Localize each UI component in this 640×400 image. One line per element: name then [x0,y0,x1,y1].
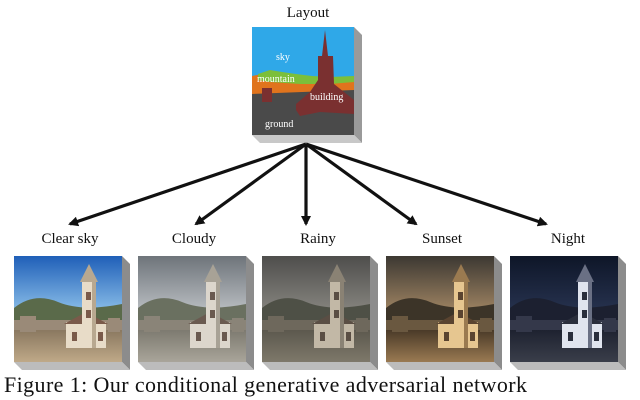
output-image-sunset [386,256,502,370]
output-label-clear-sky: Clear sky [41,231,99,247]
arrow-to-clear-sky [68,142,307,227]
seg-label-building: building [310,92,343,103]
output-label-rainy: Rainy [300,231,336,247]
output-tiles [14,256,626,370]
seg-label-ground: ground [265,119,293,130]
output-label-sunset: Sunset [422,231,463,247]
figure-caption: Figure 1: Our conditional generative adv… [4,372,528,397]
output-label-night: Night [551,231,586,247]
output-image-night [510,256,626,370]
arrow-to-sunset [305,142,418,226]
output-image-rainy [262,256,378,370]
output-label-cloudy: Cloudy [172,231,217,247]
seg-label-mountain: mountain [257,74,295,85]
arrows [68,142,548,227]
output-image-cloudy [138,256,254,370]
output-image-clear [14,256,130,370]
building-region [296,30,354,116]
arrow-to-night [305,142,548,227]
layout-title: Layout [287,5,330,21]
layout-segmentation-tile: sky mountain building ground [252,27,362,143]
seg-label-sky: sky [276,52,290,63]
arrow-to-cloudy [194,142,307,226]
